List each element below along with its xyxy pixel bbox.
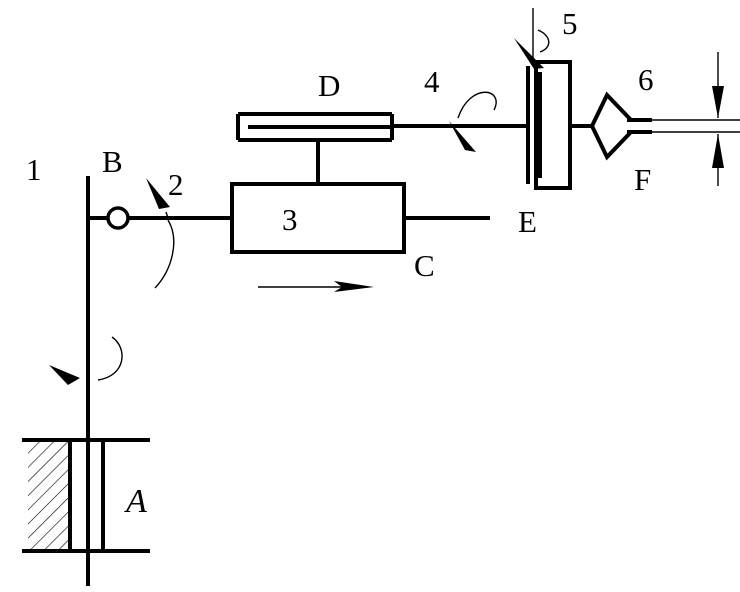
column-rotation-arrow	[49, 336, 123, 385]
slide-d	[236, 112, 394, 142]
joint-4-rotation-arrow	[449, 91, 497, 152]
joint-b-circle	[106, 206, 130, 230]
translation-arrow	[258, 281, 374, 292]
label-e: E	[518, 204, 537, 239]
label-f: F	[634, 162, 651, 197]
label-d: D	[318, 68, 340, 103]
label-b: B	[102, 144, 123, 179]
cylinder-3	[230, 182, 406, 254]
joint-2-rotation-arrow	[146, 178, 175, 289]
label-4: 4	[424, 64, 440, 99]
label-5: 5	[562, 6, 578, 41]
label-6: 6	[638, 62, 654, 97]
label-3: 3	[282, 202, 298, 237]
label-c: C	[414, 248, 435, 283]
ground-hatch	[28, 442, 68, 550]
label-1: 1	[26, 152, 42, 187]
gripper-f	[590, 91, 740, 161]
label-2: 2	[168, 167, 184, 202]
clearance-arrows	[712, 52, 724, 186]
label-a: A	[124, 483, 147, 520]
